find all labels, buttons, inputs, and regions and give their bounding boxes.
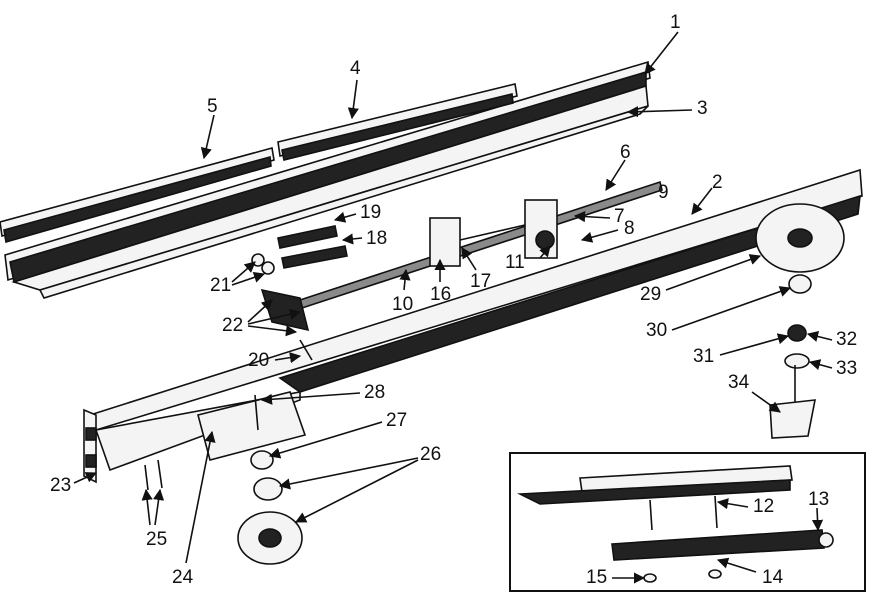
leader-26b: [295, 459, 419, 523]
leader-21a: [231, 261, 256, 283]
callout-4: 4: [350, 58, 361, 79]
leader-27: [268, 421, 383, 459]
leader-lines: [73, 31, 833, 584]
leader-28: [260, 392, 361, 405]
leader-25b: [153, 488, 165, 526]
screws: [144, 459, 163, 491]
leader-34: [751, 391, 781, 413]
leader-22c: [247, 325, 298, 337]
callout-26: 26: [420, 444, 441, 465]
callout-12: 12: [753, 496, 774, 517]
leader-22b: [247, 308, 302, 325]
upper-rail: [4, 60, 651, 291]
leader-26a: [278, 457, 419, 490]
leader-7: [573, 210, 611, 223]
leader-21b: [231, 271, 266, 286]
leader-14: [716, 557, 757, 573]
callout-14: 14: [762, 567, 784, 588]
leader-1: [644, 31, 679, 75]
callout-8: 8: [624, 218, 635, 239]
callout-10: 10: [392, 294, 413, 315]
leader-6: [605, 159, 626, 191]
callout-31: 31: [693, 346, 714, 367]
callout-7: 7: [614, 206, 625, 227]
callout-27: 27: [386, 410, 407, 431]
leader-4: [347, 79, 359, 120]
bushing-30: [788, 274, 812, 294]
callout-34: 34: [728, 372, 750, 393]
callout-3: 3: [697, 98, 708, 119]
drive-sprocket: [237, 450, 303, 565]
leader-17: [461, 247, 477, 271]
callout-21: 21: [210, 275, 231, 296]
callout-24: 24: [172, 567, 194, 588]
leader-5: [200, 114, 215, 160]
gear-32: [787, 324, 807, 342]
leader-10: [399, 268, 411, 291]
leader-25a: [141, 488, 153, 526]
callout-5: 5: [207, 96, 218, 117]
callout-16: 16: [430, 284, 451, 305]
leader-30: [671, 286, 792, 331]
leader-18: [341, 233, 363, 245]
inset-box: [509, 452, 866, 592]
mounting-plate-34: [769, 365, 816, 439]
end-bracket: [83, 408, 97, 484]
callout-17: 17: [470, 271, 491, 292]
callout-30: 30: [646, 320, 667, 341]
callout-20: 20: [248, 350, 269, 371]
callout-19: 19: [360, 202, 381, 223]
callout-13: 13: [808, 489, 829, 510]
leader-23: [73, 472, 98, 484]
cover-plate-short: [0, 146, 275, 244]
callout-25: 25: [146, 529, 167, 550]
leader-22a: [247, 299, 273, 323]
leader-33: [808, 359, 833, 371]
bracket-bars: [277, 225, 348, 269]
callout-22: 22: [222, 315, 243, 336]
pins-and-bolts: [251, 253, 313, 361]
callout-18: 18: [366, 228, 387, 249]
callout-labels: 1 2 3 4 5 6 7 8 9 10 11 12 13 14 15 16 1…: [50, 12, 857, 588]
cover-plate-long: [277, 83, 518, 161]
callout-32: 32: [836, 329, 857, 350]
washer-33: [784, 353, 810, 369]
callout-23: 23: [50, 475, 71, 496]
lower-flange: [38, 105, 649, 299]
callout-11: 11: [505, 252, 525, 273]
leader-31: [719, 333, 790, 356]
leader-11: [539, 245, 551, 259]
leader-8: [580, 229, 619, 243]
callout-15: 15: [586, 567, 607, 588]
leader-3: [626, 106, 693, 118]
leader-12: [716, 498, 749, 510]
leader-24: [185, 430, 216, 564]
leader-19: [333, 211, 357, 223]
hanger-28: [254, 394, 259, 431]
leader-13: [811, 507, 824, 532]
large-sprocket: [755, 203, 845, 273]
leader-20: [274, 352, 302, 364]
callout-9: 9: [658, 182, 669, 203]
trolley-assembly: [429, 199, 558, 267]
leader-29: [665, 254, 762, 291]
leader-2: [691, 187, 713, 215]
leader-32: [806, 331, 833, 342]
motor-housing: [197, 391, 307, 461]
callout-28: 28: [364, 382, 385, 403]
callout-1: 1: [670, 12, 681, 33]
callout-29: 29: [640, 284, 661, 305]
callout-2: 2: [712, 172, 723, 193]
callout-33: 33: [836, 358, 857, 379]
callout-6: 6: [620, 142, 631, 163]
